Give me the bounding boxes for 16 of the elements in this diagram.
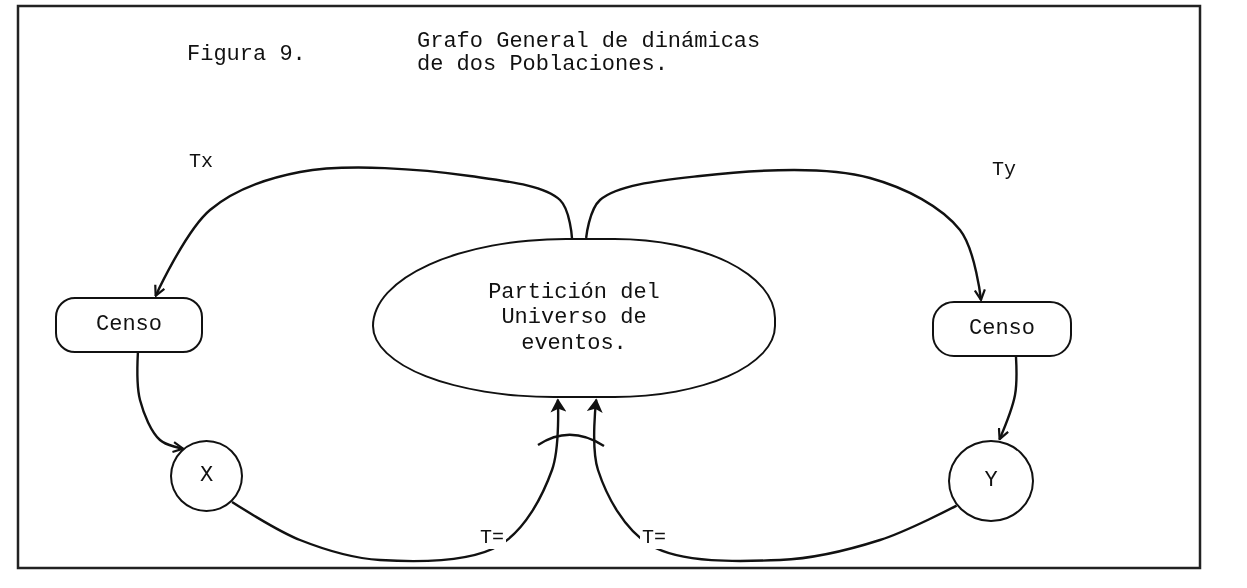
rounded-box xyxy=(55,297,203,353)
arrow xyxy=(136,352,185,453)
figure-title: Grafo General de dinámicas de dos Poblaciones. xyxy=(417,30,762,77)
node-label: Censo xyxy=(969,316,1035,342)
figure-number: Figura 9. xyxy=(187,42,306,67)
arrow xyxy=(997,356,1018,441)
rounded-box xyxy=(932,301,1072,357)
arrow xyxy=(231,398,567,563)
arrow xyxy=(586,398,958,563)
arrow xyxy=(154,166,574,297)
node-label: Censo xyxy=(96,312,162,338)
node-label: X xyxy=(199,463,214,489)
node-label: Partición del Universo de eventos. xyxy=(487,280,661,356)
node-label: Y xyxy=(984,468,998,494)
circle-node xyxy=(170,440,243,512)
arrow xyxy=(584,168,986,301)
